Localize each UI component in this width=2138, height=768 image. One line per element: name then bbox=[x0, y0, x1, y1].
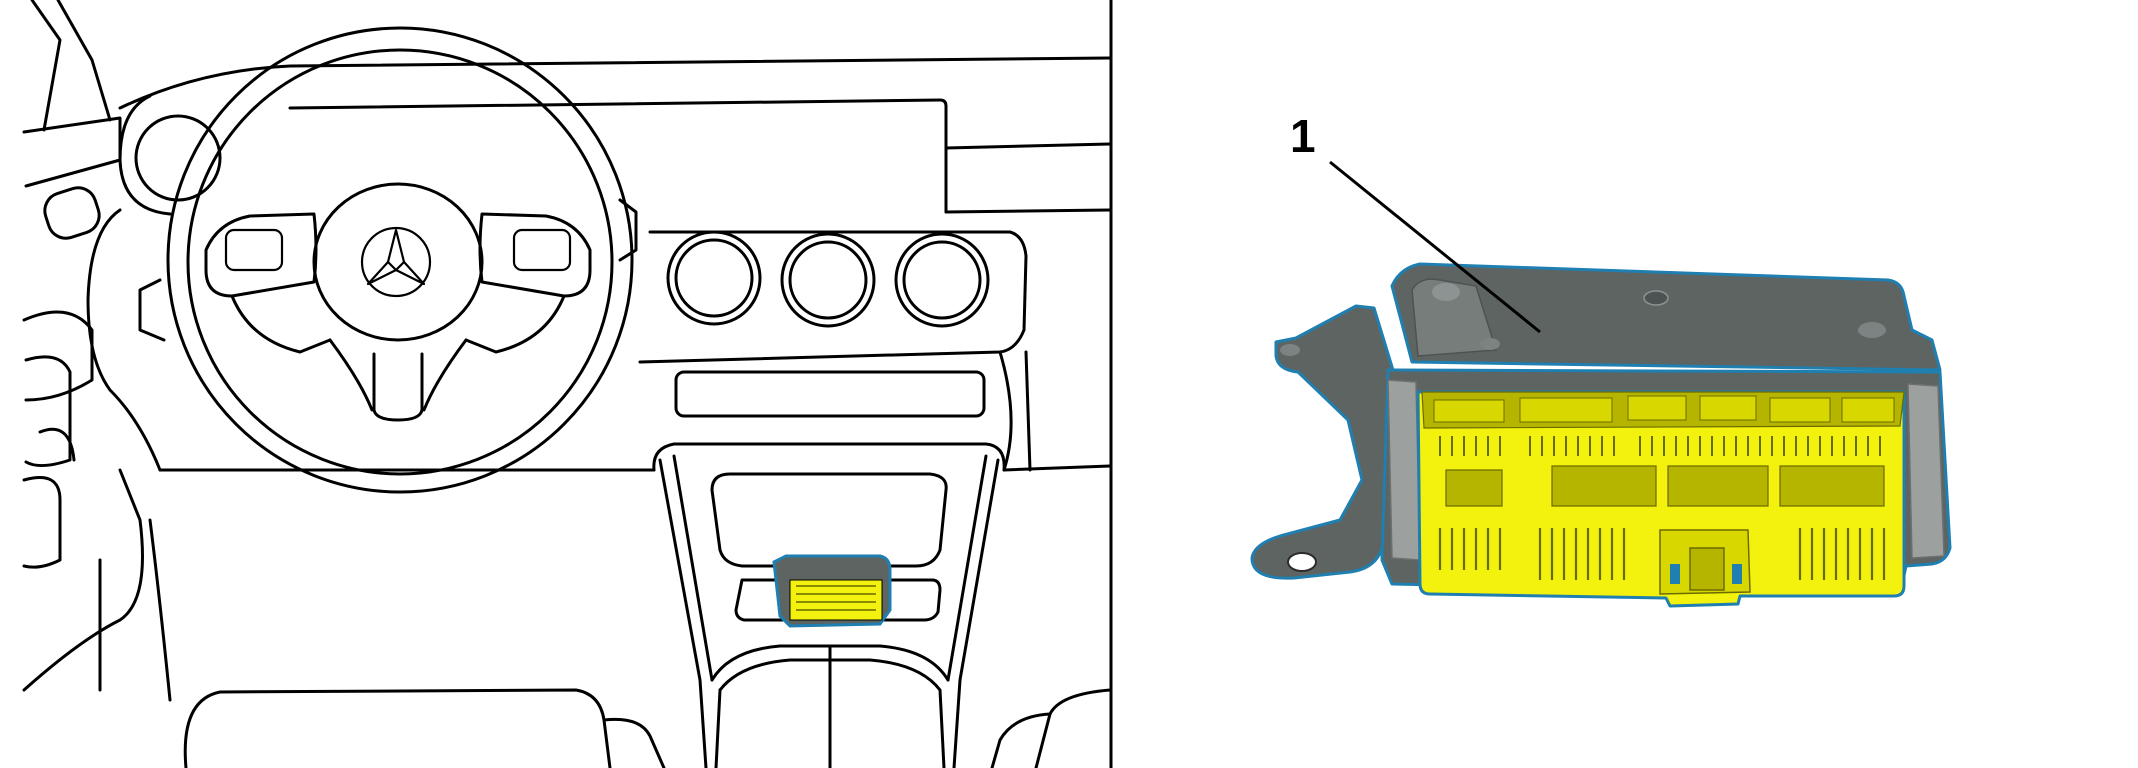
airbag-control-unit-detail-panel bbox=[1250, 262, 1952, 608]
callout-1: 1 bbox=[1290, 110, 1541, 334]
mounting-bracket bbox=[1250, 304, 1402, 580]
callout-label: 1 bbox=[1290, 110, 1316, 162]
dashboard-overview-panel bbox=[22, 0, 1112, 768]
module-housing-top bbox=[1390, 262, 1942, 372]
mercedes-star-icon bbox=[360, 226, 432, 298]
airbag-module-thumbnail bbox=[772, 554, 892, 628]
